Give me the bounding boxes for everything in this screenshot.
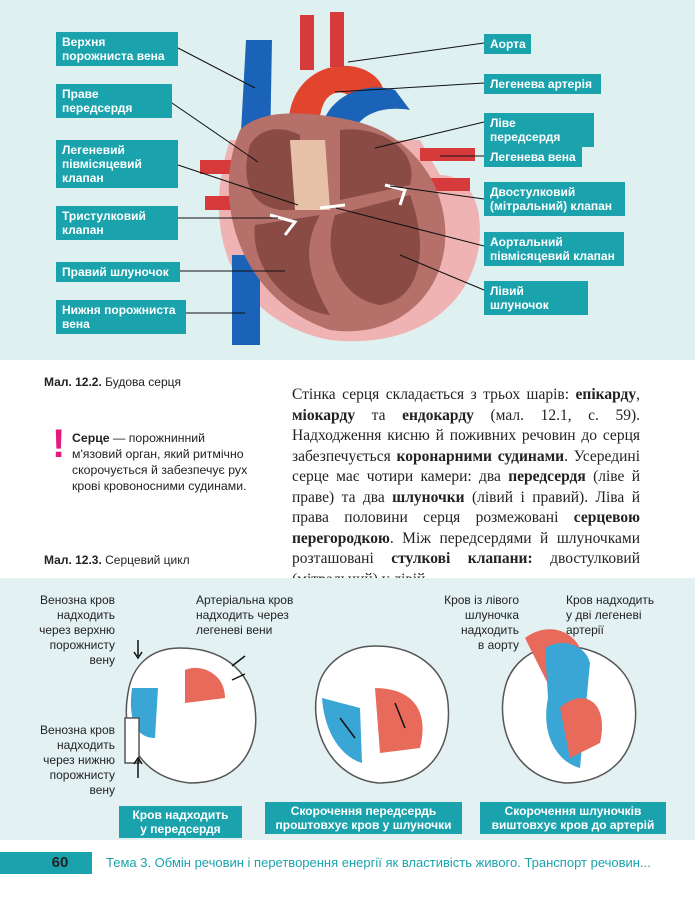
label-superior-vena-cava: Верхня порожниста вена xyxy=(56,32,178,66)
note-arterial-pulmonary-veins: Артеріальна кров надходить через легенев… xyxy=(196,593,294,637)
paragraph-text: (лівий і правий). Ліва й права половини … xyxy=(292,488,640,527)
note-lv-to-aorta: Кров із лівого шлуночка надходить в аорт… xyxy=(444,593,519,652)
cycle-heart-1 xyxy=(124,640,257,784)
label-aortic-valve: Аортальний півмісяцевий клапан xyxy=(484,232,624,266)
paragraph-term: ендокарду xyxy=(402,406,474,424)
label-mitral-valve: Двостулковий (мітральний) клапан xyxy=(484,182,625,216)
footer-topic: Тема 3. Обмін речовин і перетворення ене… xyxy=(106,855,651,870)
note-to-pulmonary-arteries: Кров надходить у дві легеневі артерії xyxy=(566,593,655,637)
body-paragraph: Стінка серця складається з трьох шарів: … xyxy=(292,385,640,590)
stage-1-label: Кров надходить у передсердя xyxy=(119,806,242,838)
cycle-heart-2 xyxy=(314,645,450,784)
label-tricuspid-valve: Тристулковий клапан xyxy=(56,206,178,240)
paragraph-text: , xyxy=(636,386,640,403)
paragraph-text: . Усередині серце має чотири камери: два xyxy=(292,447,640,486)
paragraph-text: (ліве й праве) та два xyxy=(292,468,640,506)
label-left-ventricle: Лівий шлуночок xyxy=(484,281,588,315)
label-pulmonary-valve: Легеневий півмісяцевий клапан xyxy=(56,140,178,188)
paragraph-term: коронарними судинами xyxy=(396,447,565,465)
figure-caption-12-2: Мал. 12.2. Будова серця xyxy=(44,375,181,389)
label-pulmonary-vein: Легенева вена xyxy=(484,147,582,167)
stage-3-label: Скорочення шлуночків виштовхує кров до а… xyxy=(480,802,666,834)
paragraph-term: епікарду xyxy=(575,386,637,403)
label-inferior-vena-cava: Нижня порожниста вена xyxy=(56,300,186,334)
paragraph-text: та xyxy=(355,406,403,424)
label-right-ventricle: Правий шлуночок xyxy=(56,262,180,282)
paragraph-text: Стінка серця складається з трьох шарів: xyxy=(292,386,576,403)
cardiac-cycle-illustration xyxy=(124,629,637,784)
paragraph-term: серцевою перегородкою xyxy=(292,509,640,547)
page-number: 60 xyxy=(51,854,69,871)
note-venous-superior: Венозна кров надходить через верхню поро… xyxy=(39,593,115,667)
note-venous-inferior: Венозна кров надходить через нижню порож… xyxy=(40,723,115,797)
label-left-atrium: Ліве передсердя xyxy=(484,113,594,147)
figure-caption-12-3: Мал. 12.3. Серцевий цикл xyxy=(44,553,190,567)
label-aorta: Аорта xyxy=(484,34,531,54)
footer-accent-bar xyxy=(0,852,92,874)
paragraph-text: (мал. 12.1, с. 59). Надходження кисню й … xyxy=(292,406,641,465)
paragraph-term: стулкові клапани: xyxy=(391,550,533,567)
label-pulmonary-artery: Легенева артерія xyxy=(484,74,601,94)
stage-2-label: Скорочення передсердь проштовхує кров у … xyxy=(265,802,462,834)
important-mark-icon: ! xyxy=(52,422,66,466)
label-right-atrium: Праве передсердя xyxy=(56,84,172,118)
heart-definition: Серце — порожнинний м'язовий орган, який… xyxy=(72,431,248,493)
paragraph-term: шлуночки xyxy=(392,488,465,506)
paragraph-term: міокарду xyxy=(292,406,356,424)
cycle-heart-3 xyxy=(501,629,637,784)
paragraph-term: передсердя xyxy=(508,468,586,485)
paragraph-text: . Між передсердями й шлуночками розташов… xyxy=(292,529,640,568)
